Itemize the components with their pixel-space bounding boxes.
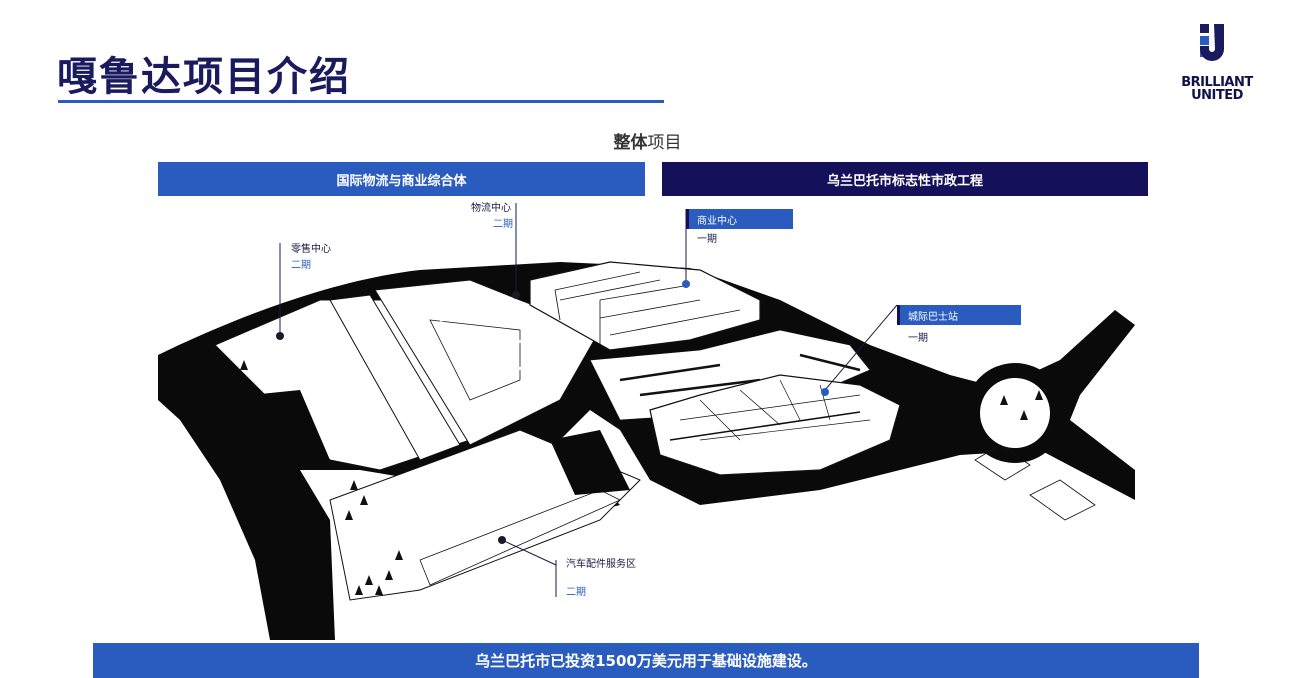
title-underline bbox=[58, 100, 664, 103]
auto-parts-service-phase: 二期 bbox=[566, 587, 586, 598]
investment-footer-banner: 乌兰巴托市已投资1500万美元用于基础设施建设。 bbox=[93, 643, 1199, 678]
intercity-bus-station-tag: 城际巴士站 bbox=[897, 305, 1021, 325]
logo-text-line2: UNITED bbox=[1191, 88, 1243, 103]
logistics-center-label: 物流中心 bbox=[471, 203, 511, 214]
commercial-center-phase: 一期 bbox=[697, 234, 717, 245]
page-title: 嘎鲁达项目介绍 bbox=[57, 54, 351, 100]
brilliant-united-logo-icon bbox=[1200, 24, 1224, 61]
intercity-bus-station-phase: 一期 bbox=[908, 333, 928, 344]
auto-parts-service-label: 汽车配件服务区 bbox=[566, 559, 636, 570]
retail-center-phase: 二期 bbox=[291, 260, 311, 271]
international-logistics-banner: 国际物流与商业综合体 bbox=[158, 162, 645, 196]
logo-text-line1: BRILLIANT bbox=[1181, 75, 1253, 90]
logistics-center-phase: 二期 bbox=[493, 219, 513, 230]
retail-center-label: 零售中心 bbox=[291, 244, 331, 255]
section-subtitle: 整体项目 bbox=[613, 133, 682, 153]
commercial-center-tag: 商业中心 bbox=[686, 209, 793, 229]
municipal-project-banner: 乌兰巴托市标志性市政工程 bbox=[662, 162, 1148, 196]
